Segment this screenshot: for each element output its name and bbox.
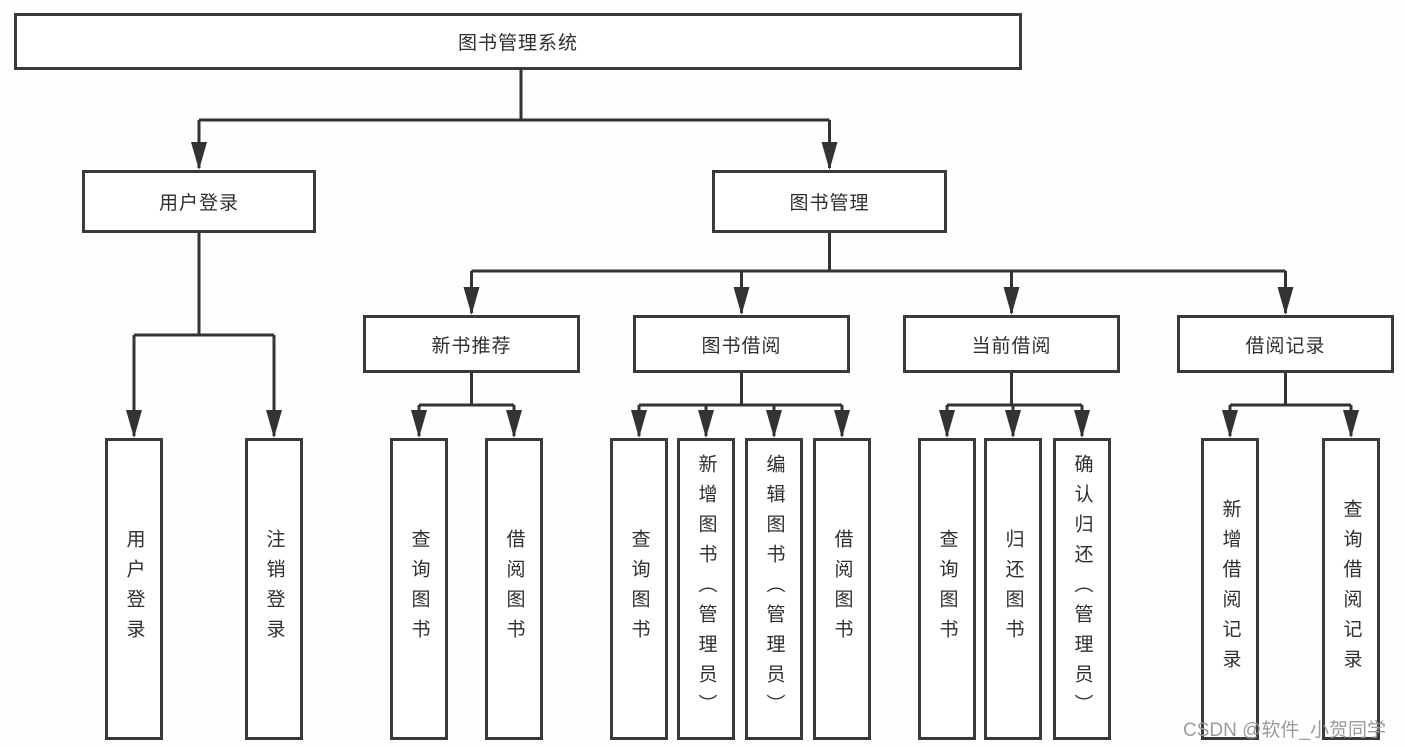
leaf-label: 新增借阅记录 (1219, 499, 1241, 679)
connector-book-borrow-branch (637, 373, 844, 436)
leaf-label: 编辑图书（管理员） (763, 454, 785, 724)
arrow-icon (821, 142, 838, 170)
connector-new-book-branch (417, 373, 516, 436)
leaf-label: 借阅图书 (831, 529, 853, 649)
node-label: 当前借阅 (971, 335, 1052, 357)
arrow-icon (698, 410, 714, 438)
node-label: 图书管理系统 (457, 33, 578, 54)
leaf-query-books-current: 查询图书 (918, 438, 976, 740)
leaf-label: 归还图书 (1002, 529, 1024, 649)
leaf-add-books-admin: 新增图书（管理员） (677, 438, 735, 740)
arrow-icon (126, 410, 142, 438)
leaf-label: 注销登录 (263, 529, 285, 649)
arrow-icon (939, 410, 955, 438)
node-current-borrow: 当前借阅 (903, 315, 1120, 373)
connector-book-management-branch (470, 233, 1287, 313)
leaf-label: 查询图书 (936, 529, 958, 649)
arrow-icon (1222, 410, 1238, 438)
node-label: 借阅记录 (1245, 335, 1326, 357)
arrow-icon (506, 410, 522, 438)
leaf-add-borrow-record: 新增借阅记录 (1201, 438, 1259, 740)
leaf-edit-books-admin: 编辑图书（管理员） (745, 438, 803, 740)
connector-root-to-level2 (197, 70, 831, 168)
node-label: 图书借阅 (701, 335, 782, 357)
arrow-icon (463, 287, 480, 315)
leaf-label: 查询图书 (408, 529, 430, 649)
arrow-icon (1343, 410, 1359, 438)
node-user-login: 用户登录 (82, 170, 316, 233)
arrow-icon (631, 410, 647, 438)
connector-borrow-records-branch (1228, 373, 1353, 436)
node-book-borrow: 图书借阅 (633, 315, 850, 373)
node-label: 用户登录 (158, 193, 239, 214)
csdn-watermark: CSDN @软件_小贺同学 (1183, 720, 1386, 741)
arrow-icon (1074, 410, 1090, 438)
node-label: 新书推荐 (431, 335, 512, 357)
arrow-icon (1005, 410, 1021, 438)
leaf-label: 借阅图书 (503, 529, 525, 649)
leaf-label: 新增图书（管理员） (695, 454, 717, 724)
leaf-label: 查询借阅记录 (1340, 499, 1362, 679)
leaf-query-borrow-record: 查询借阅记录 (1322, 438, 1380, 740)
node-root-system: 图书管理系统 (14, 13, 1022, 70)
leaf-query-books-borrow: 查询图书 (610, 438, 668, 740)
node-book-management: 图书管理 (712, 170, 947, 233)
leaf-borrow-books-recommend: 借阅图书 (485, 438, 543, 740)
arrow-icon (766, 410, 782, 438)
arrow-icon (1003, 287, 1020, 315)
leaf-label: 确认归还（管理员） (1071, 454, 1093, 724)
arrow-icon (266, 410, 282, 438)
arrow-icon (733, 287, 750, 315)
arrowheads (126, 142, 1359, 438)
node-borrow-records: 借阅记录 (1177, 315, 1394, 373)
arrow-icon (834, 410, 850, 438)
arrow-icon (411, 410, 427, 438)
leaf-label: 查询图书 (628, 529, 650, 649)
leaf-label: 用户登录 (123, 529, 145, 649)
arrow-icon (1277, 287, 1294, 315)
node-label: 图书管理 (789, 193, 870, 214)
node-new-book-recommend: 新书推荐 (363, 315, 580, 373)
leaf-return-books: 归还图书 (984, 438, 1042, 740)
leaf-borrow-books: 借阅图书 (813, 438, 871, 740)
leaf-query-books-recommend: 查询图书 (390, 438, 448, 740)
leaf-confirm-return-admin: 确认归还（管理员） (1053, 438, 1111, 740)
arrow-icon (191, 142, 207, 170)
leaf-user-login: 用户登录 (105, 438, 163, 740)
connector-user-login-branch (132, 233, 276, 436)
leaf-logout: 注销登录 (245, 438, 303, 740)
